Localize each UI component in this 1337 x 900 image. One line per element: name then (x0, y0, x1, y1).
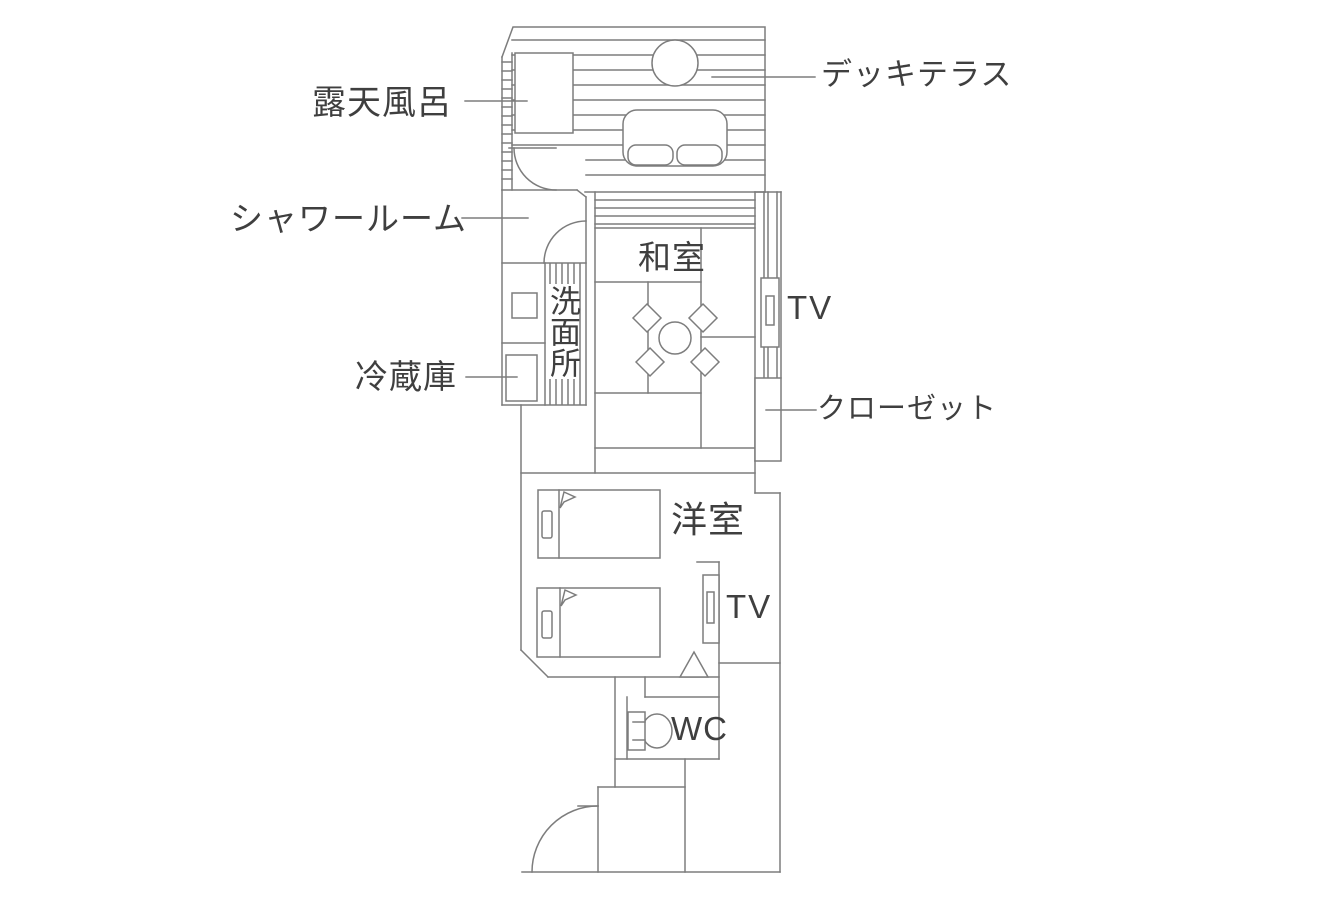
label-tv-japanese-room: TV (787, 289, 834, 326)
pillow (541, 610, 553, 639)
label-open-air-bath: 露天風呂 (312, 84, 452, 122)
label-washroom: 洗面所 (545, 284, 580, 379)
floor-cushion (631, 302, 663, 334)
deck-entry-door-arc (508, 147, 557, 191)
blanket-fold (559, 490, 577, 509)
floor-cushion (687, 302, 719, 334)
step-marker-triangle (678, 650, 710, 678)
hallway-walls (520, 404, 781, 873)
deck-wall-hatch-ticks (501, 61, 513, 180)
shower-door-arc (543, 220, 587, 264)
label-shower-room: シャワールーム (230, 200, 468, 237)
label-toilet: WC (671, 710, 728, 747)
label-refrigerator: 冷蔵庫 (355, 358, 457, 395)
low-table-set (631, 302, 721, 378)
label-leader-lines (461, 76, 817, 411)
floor-cushion (634, 346, 666, 378)
floor-cushion (689, 346, 721, 378)
label-japanese-room: 和室 (638, 239, 706, 276)
wc-room-walls (614, 676, 720, 788)
label-deck-terrace: デッキテラス (821, 57, 1013, 92)
tv-unit-western-room (702, 574, 720, 644)
entrance-walls (521, 758, 781, 873)
label-tv-western-room: TV (726, 588, 773, 625)
tatami-mat-lines (594, 227, 756, 449)
japanese-room-walls (594, 191, 756, 474)
deck-outline-walls (501, 26, 766, 193)
deck-terrace-area (501, 26, 766, 193)
toilet-icon (627, 711, 673, 751)
round-low-table (658, 321, 692, 355)
pillow (541, 510, 553, 539)
bed-1 (537, 489, 661, 559)
tv-unit-japanese-room (760, 277, 780, 348)
blanket-fold (560, 588, 578, 607)
bed-2 (536, 587, 661, 658)
deck-bench (622, 109, 728, 167)
open-air-bath-tub (514, 52, 574, 134)
kitchenette (501, 262, 546, 406)
entrance-door-arc (531, 805, 599, 873)
closet-box (754, 377, 782, 462)
refrigerator-box (505, 354, 538, 402)
sink-unit (511, 292, 538, 319)
western-room-walls (519, 561, 781, 760)
deck-round-table (651, 39, 699, 87)
label-closet: クローゼット (817, 393, 998, 425)
label-western-room: 洋室 (671, 499, 746, 540)
shower-room-walls (501, 188, 588, 406)
